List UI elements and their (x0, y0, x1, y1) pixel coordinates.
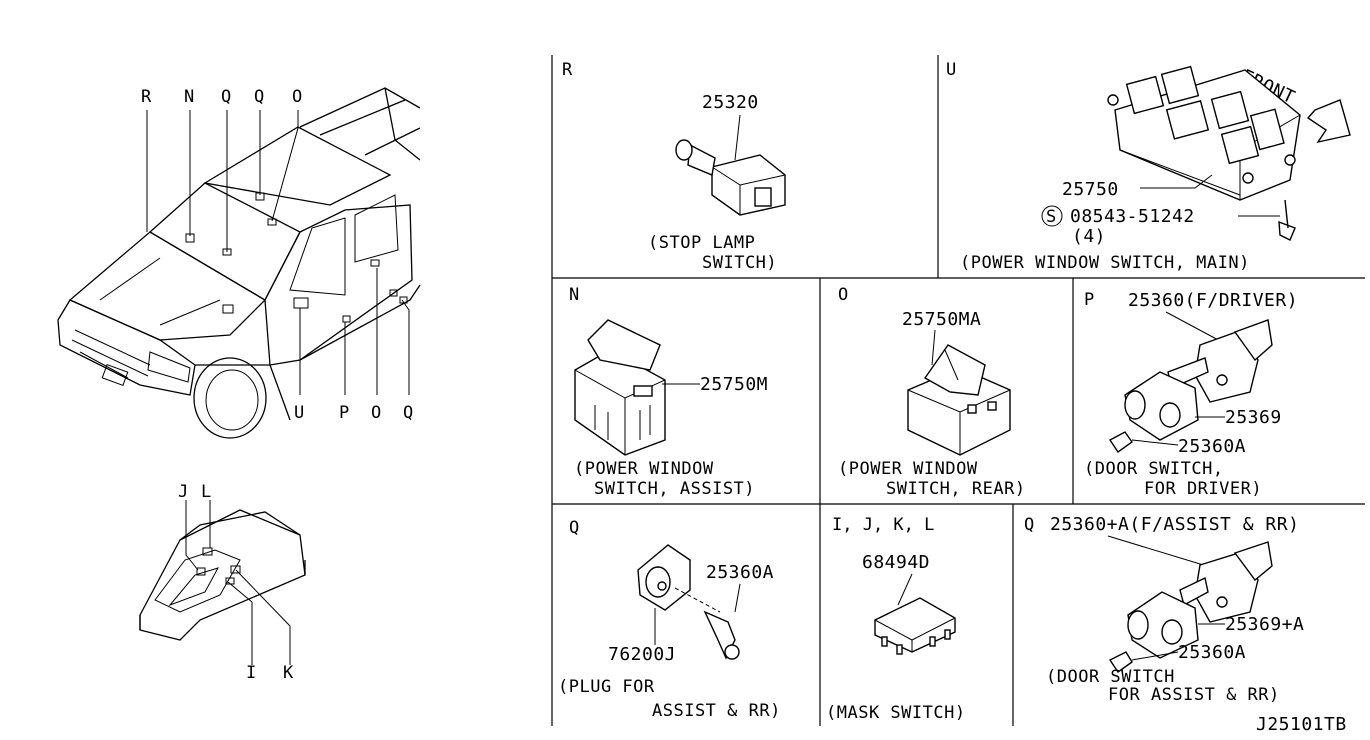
caption-line-2: FOR ASSIST & RR) (1108, 685, 1280, 705)
callout-o: O (371, 403, 381, 423)
callout-q: Q (221, 87, 231, 107)
part-number: 25750MA (902, 309, 981, 330)
caption-line-1: (POWER WINDOW (838, 459, 978, 479)
callout-u: U (294, 403, 304, 423)
mask-switch-drawing (874, 597, 956, 655)
callout-n: N (184, 87, 194, 107)
cell-ijkl: I, J, K, L 68494D (MASK SWITCH) (826, 515, 966, 723)
callout-l: L (201, 482, 211, 502)
cell-letter: Q (1024, 515, 1034, 535)
main-window-switch-drawing (1107, 65, 1301, 241)
console-callouts: J L I K (178, 482, 294, 683)
assist-door-switch-drawing (1108, 541, 1273, 673)
screw-symbol-icon (1041, 205, 1063, 227)
parts-grid (551, 55, 1365, 726)
callout-q: Q (403, 403, 413, 423)
cell-r: R 25320 (STOP LAMP SWITCH) (562, 60, 786, 273)
part-number-1: 25360+A(F/ASSIST & RR) (1050, 514, 1299, 535)
cell-q-plug: Q 25360A 76200J (PLUG FOR ASSIST & RR) (558, 518, 781, 721)
driver-door-switch-drawing (1108, 319, 1273, 453)
part-number: 68494D (862, 552, 930, 573)
part-number: 25750M (700, 374, 768, 395)
part-number-3: 25360A (1178, 436, 1246, 457)
screw-symbol: S (1046, 207, 1056, 227)
cell-letter: I, J, K, L (832, 515, 934, 535)
caption-line-2: ASSIST & RR) (652, 701, 781, 721)
callout-r: R (141, 87, 152, 107)
part-number-3: 25360A (1178, 642, 1246, 663)
screw-quantity: (4) (1072, 226, 1106, 247)
caption-line-1: (DOOR SWITCH, (1084, 459, 1224, 479)
screw-part-number: 08543-51242 (1070, 206, 1195, 227)
front-arrow-icon (1306, 99, 1351, 144)
caption-line-1: (STOP LAMP (648, 233, 755, 253)
cell-letter: N (569, 285, 579, 305)
cell-letter: O (838, 285, 848, 305)
cell-p: P 25360(F/DRIVER) 25369 25360A (DOOR SWI… (1084, 290, 1298, 499)
callout-q: Q (254, 87, 264, 107)
callout-k: K (283, 663, 294, 683)
part-number: 25750 (1062, 179, 1119, 200)
part-number-2: 25369 (1225, 407, 1282, 428)
rear-window-switch-drawing (907, 344, 1011, 456)
caption-line-1: (PLUG FOR (558, 677, 655, 697)
cell-u: U FRONT 25750 S 08543-51242 (4) (POWER W… (946, 60, 1351, 273)
part-number: 25320 (702, 92, 759, 113)
callout-j: J (178, 482, 188, 502)
caption: (MASK SWITCH) (826, 703, 966, 723)
cell-letter: P (1084, 290, 1094, 310)
cell-letter: U (946, 60, 956, 80)
cell-letter: Q (569, 518, 579, 538)
diagram-code: J25101TB (1256, 714, 1347, 735)
plug-drawing (637, 544, 740, 660)
cell-q-door-switch: Q 25360+A(F/ASSIST & RR) 25369+A 25360A … (1024, 514, 1304, 705)
console-illustration (139, 500, 306, 665)
caption-line-2: SWITCH, REAR) (886, 479, 1026, 499)
caption: (POWER WINDOW SWITCH, MAIN) (960, 253, 1250, 273)
callout-o: O (292, 87, 302, 107)
caption-line-1: (DOOR SWITCH (1046, 667, 1175, 687)
cell-letter: R (562, 60, 573, 80)
caption-line-1: (POWER WINDOW (574, 459, 714, 479)
callout-i: I (246, 663, 256, 683)
assist-window-switch-drawing (574, 319, 666, 456)
callout-p: P (339, 403, 349, 423)
caption-line-2: SWITCH) (702, 253, 777, 273)
cell-n: N 25750M (POWER WINDOW SWITCH, ASSIST) (569, 285, 768, 499)
part-number-2: 25369+A (1225, 614, 1304, 635)
part-number-1: 25360A (706, 562, 774, 583)
cell-o: O 25750MA (POWER WINDOW SWITCH, REAR) (838, 285, 1026, 499)
part-number-1: 25360(F/DRIVER) (1128, 290, 1298, 311)
caption-line-2: SWITCH, ASSIST) (594, 479, 755, 499)
overview-callouts: R N Q Q O U P O Q (141, 87, 413, 423)
vehicle-illustration (57, 87, 421, 439)
stop-lamp-switch-drawing (675, 114, 786, 216)
caption-line-2: FOR DRIVER) (1144, 479, 1262, 499)
part-number-2: 76200J (608, 644, 676, 665)
